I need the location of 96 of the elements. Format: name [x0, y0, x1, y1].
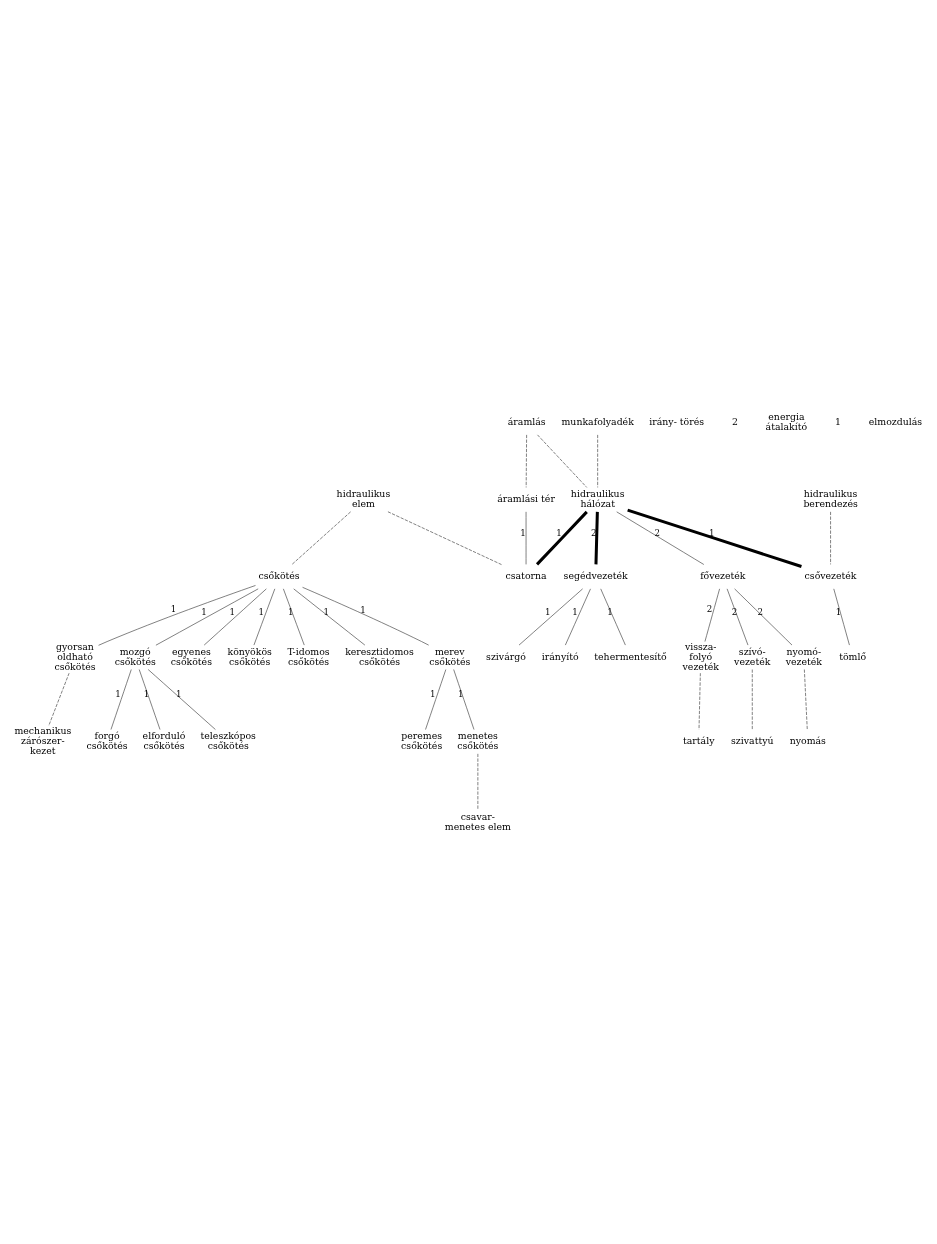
node-text: hidraulikus elem: [336, 487, 391, 509]
node-text: forgó csőkötés: [86, 729, 128, 751]
node-text: nyomás: [789, 734, 826, 746]
edge-label: 1: [708, 527, 715, 538]
node-text: csatorna: [505, 569, 547, 581]
label: 1: [834, 415, 841, 427]
connector: [48, 672, 70, 726]
label: elmozdulás: [868, 415, 923, 427]
connector: [302, 586, 429, 645]
connector: [98, 584, 256, 646]
connector: [734, 588, 793, 645]
node-text: áramlás: [507, 415, 546, 427]
edge-label: 1: [360, 604, 366, 615]
edge-label: 2: [654, 527, 661, 538]
node-text: merev csőkötés: [429, 645, 471, 667]
connector: [387, 510, 503, 565]
connector: [830, 511, 831, 565]
connector: [293, 588, 366, 645]
connector: [597, 434, 598, 488]
edge-label: 2: [757, 606, 764, 617]
node-text: irányító: [541, 650, 579, 662]
edge-label: 2: [590, 527, 597, 538]
edge-label: 1: [458, 688, 464, 699]
node-text: hidraulikus hálózat: [570, 487, 625, 509]
node-text: csavar- menetes elem: [444, 810, 511, 832]
connector: [698, 672, 701, 730]
edge-label: 1: [429, 688, 436, 699]
node-text: szívó- vezeték: [734, 645, 771, 667]
connector: [726, 588, 749, 645]
node-text: gyorsan oldható csőkötés: [54, 640, 96, 672]
edge-label: 1: [176, 688, 182, 699]
node-text: könyökös csőkötés: [227, 645, 272, 667]
node-text: vissza- folyó vezeték: [682, 640, 719, 672]
connector: [110, 668, 132, 730]
edge-label: 1: [835, 606, 842, 617]
node-text: elforduló csőkötés: [142, 729, 186, 751]
edge-label: 1: [520, 527, 526, 538]
label: 2: [731, 415, 738, 427]
node-text: hidraulikus berendezés: [803, 487, 858, 509]
connector: [594, 511, 599, 564]
node-text: peremes csőkötés: [401, 729, 443, 751]
connector: [600, 588, 626, 645]
node-text: nyomó- vezeték: [785, 645, 822, 667]
node-text: szivattyú: [731, 734, 774, 746]
edge-label: 1: [607, 606, 613, 617]
edge-label: 1: [556, 527, 562, 538]
node-text: egyenes csőkötés: [170, 645, 212, 667]
node-text: csőkötés: [258, 569, 300, 581]
connector: [203, 588, 267, 645]
node-text: szivárgó: [486, 650, 526, 662]
connector: [627, 508, 802, 568]
connector: [147, 668, 216, 730]
node-text: csővezeték: [804, 569, 857, 581]
node-text: tartály: [683, 734, 715, 746]
edge-label: 1: [545, 606, 551, 617]
node-text: segédvezeték: [563, 569, 628, 581]
node-text: áramlási tér: [497, 492, 555, 504]
edge-label: 2: [731, 606, 738, 617]
edge-label: 1: [143, 688, 150, 699]
edge-label: 1: [258, 606, 265, 617]
connector: [704, 588, 720, 642]
node-text: teleszkópos csőkötés: [200, 729, 256, 751]
connector: [833, 588, 850, 645]
connector: [525, 434, 527, 488]
edge-label: 1: [572, 606, 578, 617]
label: energia átalakító: [765, 410, 808, 432]
node-text: irány- törés: [649, 415, 704, 427]
connector: [616, 511, 705, 565]
connector: [155, 588, 259, 646]
connector: [138, 668, 161, 730]
node-text: fővezeték: [700, 569, 746, 581]
edge-label: 1: [170, 603, 177, 614]
connector: [253, 588, 276, 645]
node-text: munkafolyadék: [561, 415, 634, 427]
node-text: mechanikus zárószer- kezet: [14, 724, 72, 756]
edge-label: 2: [706, 603, 713, 614]
edge-label: 1: [229, 606, 236, 617]
node-text: tömlő: [839, 650, 867, 662]
node-text: mozgó csőkötés: [114, 645, 156, 667]
connector: [518, 588, 583, 645]
connector: [425, 668, 447, 730]
edge-label: 1: [288, 606, 294, 617]
edge-label: 1: [115, 688, 121, 699]
node-text: menetes csőkötés: [457, 729, 499, 751]
connector: [453, 668, 475, 730]
edge-label: 1: [201, 606, 207, 617]
connector: [291, 511, 351, 565]
connector: [283, 588, 305, 645]
node-text: keresztidomos csőkötés: [345, 645, 414, 667]
connector: [537, 434, 588, 488]
node-text: tehermentesítő: [594, 650, 667, 662]
node-text: T-idomos csőkötés: [287, 645, 330, 667]
connector: [804, 668, 808, 730]
connector: [535, 510, 588, 565]
connector: [565, 588, 591, 645]
edge-label: 1: [323, 606, 330, 617]
